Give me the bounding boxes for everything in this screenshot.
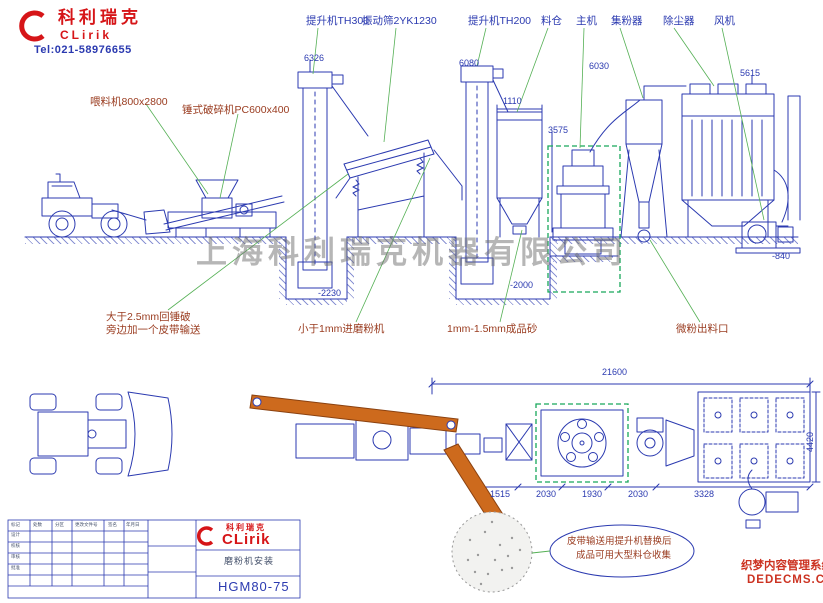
label-vibrating-screen: 振动筛2YK1230 xyxy=(362,15,437,27)
tb-field-7: 校核 xyxy=(11,543,20,548)
mill-plan xyxy=(540,409,624,477)
stock-pile xyxy=(451,511,533,593)
mill-foundation-hatch xyxy=(553,256,613,262)
ground-hatch xyxy=(347,237,456,244)
title-block-grid xyxy=(7,519,301,599)
callout-line2: 成品可用大型料仓收集 xyxy=(576,550,672,561)
dim-minus-840: -840 xyxy=(772,251,791,261)
note-oversize-line1: 大于2.5mm回锤破 xyxy=(106,311,191,323)
dim-6080: 6080 xyxy=(459,58,480,68)
classifier-plan xyxy=(636,417,695,467)
dim-1930: 1930 xyxy=(582,489,603,499)
tb-field-0: 标记 xyxy=(11,522,20,527)
label-powder-collector: 集粉器 xyxy=(611,15,643,27)
tb-field-5: 年月日 xyxy=(126,522,140,527)
site-watermark-cn: 织梦内容管理系统 xyxy=(741,560,823,572)
tb-field-9: 批准 xyxy=(11,565,20,570)
dim-minus-2000: -2000 xyxy=(510,280,534,290)
pit1-wall-hatch xyxy=(279,239,286,299)
drawing-name: 磨粉机安装 xyxy=(224,556,275,566)
dust-collector-plan xyxy=(697,391,811,483)
pit1-wall-hatch xyxy=(347,239,354,299)
callout-line1: 皮带输送用提升机替换后 xyxy=(567,536,672,547)
dim-1515: 1515 xyxy=(490,489,511,499)
ground-hatch xyxy=(25,237,286,244)
plan-dim-lines xyxy=(428,377,821,491)
dim-1110-line xyxy=(496,104,543,114)
dim-4420: 4420 xyxy=(805,431,815,452)
dim-minus-2230: -2230 xyxy=(318,288,342,298)
label-fan: 风机 xyxy=(714,15,735,27)
elevation-view xyxy=(24,59,801,300)
title-block-brand-cn: 科利瑞克 xyxy=(226,523,266,532)
pit2-wall-hatch xyxy=(550,239,557,299)
dust-collector-side xyxy=(681,75,789,238)
wheel-loader-side xyxy=(41,173,171,238)
belt-conveyor-2 xyxy=(443,443,505,523)
note-product-sand: 1mm-1.5mm成品砂 xyxy=(447,323,538,335)
tb-field-8: 审核 xyxy=(11,554,20,559)
label-silo: 料仓 xyxy=(541,15,562,27)
dim-6326: 6326 xyxy=(304,53,325,63)
label-elevator-th200: 提升机TH200 xyxy=(468,15,532,27)
plan-view xyxy=(29,377,821,529)
dim-5615: 5615 xyxy=(740,68,761,78)
label-dust-collector: 除尘器 xyxy=(663,15,695,27)
dim-1110: 1110 xyxy=(503,96,522,106)
silo-plan xyxy=(505,423,533,461)
pit2-floor-hatch xyxy=(456,299,550,305)
tb-field-1: 处数 xyxy=(33,522,42,527)
belt-conveyor-1 xyxy=(249,394,459,433)
phone-number: Tel:021-58976655 xyxy=(34,44,132,56)
note-powder-outlet: 微粉出料口 xyxy=(676,323,729,335)
label-elevator-th300: 提升机TH300 xyxy=(306,15,370,27)
mill-highlight-box xyxy=(547,145,621,293)
dim-21600: 21600 xyxy=(602,367,628,377)
site-watermark-en: DEDECMS.COM xyxy=(747,574,823,586)
tb-field-3: 更改文件号 xyxy=(75,522,98,527)
pit1-floor-hatch xyxy=(286,299,347,305)
brand-name-en: CLirik xyxy=(60,28,113,42)
drawing-model: HGM80-75 xyxy=(218,579,290,594)
label-main-mill: 主机 xyxy=(576,15,597,27)
pit2 xyxy=(455,236,551,300)
clirik-logo-icon xyxy=(19,10,45,42)
elevator-th300-side xyxy=(297,59,369,289)
note-oversize-line2: 旁边加一个皮带输送 xyxy=(106,324,201,336)
crusher-plan xyxy=(295,419,503,461)
callout-oval xyxy=(531,524,695,578)
pit1 xyxy=(285,236,348,300)
dim-2030b: 2030 xyxy=(628,489,649,499)
title-block-brand-en: CLirik xyxy=(222,531,271,548)
silo-side xyxy=(496,111,553,238)
mill-side xyxy=(549,99,641,257)
note-undersize: 小于1mm进磨粉机 xyxy=(298,323,385,335)
dim-6030: 6030 xyxy=(589,61,610,71)
belt-conveyors xyxy=(249,394,505,523)
pit2-wall-hatch xyxy=(449,239,456,299)
company-watermark: 上海科利瑞克机器有限公司 xyxy=(196,235,628,270)
ground-hatch xyxy=(550,237,798,244)
label-hammer-crusher: 锤式破碎机PC600x400 xyxy=(182,104,290,116)
tb-field-4: 签名 xyxy=(108,522,117,527)
powder-collector-side xyxy=(620,85,687,243)
brand-name-cn: 科利瑞克 xyxy=(58,8,142,27)
dim-3575: 3575 xyxy=(548,125,569,135)
feeder-crusher-side xyxy=(163,179,285,238)
title-block-logo-icon xyxy=(196,526,214,546)
tb-field-2: 分区 xyxy=(55,522,64,527)
wheel-loader-plan xyxy=(29,391,173,477)
mill-plan-highlight-box xyxy=(535,403,629,483)
tb-field-6: 设计 xyxy=(11,532,20,537)
elevator-th200-side xyxy=(460,65,509,285)
label-feeder: 喂料机800x2800 xyxy=(90,96,168,108)
fan-plan xyxy=(738,469,799,529)
dim-3328: 3328 xyxy=(694,489,715,499)
fan-side xyxy=(735,95,801,254)
vibrating-screen-side xyxy=(335,139,463,238)
dim-2030a: 2030 xyxy=(536,489,557,499)
leader-lines xyxy=(145,27,765,323)
